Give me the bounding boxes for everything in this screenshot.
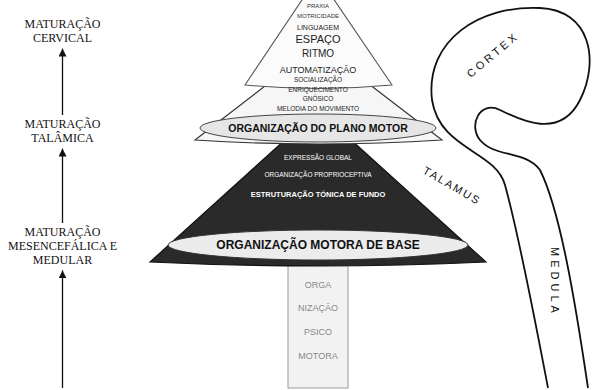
tree-trunk [288, 258, 348, 388]
maturation-stage: MATURAÇÃO CERVICAL [0, 18, 125, 46]
stage-label: MATURAÇÃO MESENCEFÁLICA E MEDULAR [0, 226, 125, 267]
tree-label: PRAXIA [307, 3, 329, 9]
tree-label: GNÓSICO [303, 96, 334, 103]
tree-label: ORGANIZAÇÃO MOTORA DE BASE [216, 239, 419, 251]
tree-band-lower [168, 230, 468, 260]
tree-label: SOCIALIZAÇÃO [294, 77, 342, 84]
maturation-stage: MATURAÇÃO MESENCEFÁLICA E MEDULAR [0, 226, 125, 267]
tree-label: NIZAÇÃO [298, 304, 338, 313]
stage-label: MATURAÇÃO TALÂMICA [0, 118, 125, 146]
tree-label: MOTORA [298, 352, 337, 361]
tree-label: PSICO [304, 328, 332, 337]
tree-label: ORGA [305, 281, 332, 290]
tree-tier-lower [150, 110, 486, 266]
tree-label: ORGANIZAÇÃO PROPRIOCEPTIVA [264, 172, 371, 179]
tree-label: AUTOMATIZAÇÃO [280, 66, 357, 75]
maturation-stage: MATURAÇÃO TALÂMICA [0, 118, 125, 146]
tree-label: ESTRUTURAÇÃO TÓNICA DE FUNDO [251, 191, 386, 199]
tree-band-middle [200, 114, 436, 142]
stage-label: MATURAÇÃO CERVICAL [0, 18, 125, 46]
maturation-arrow [62, 149, 63, 223]
tree-label: ENRIQUECIMENTO [288, 87, 347, 94]
tree-label: MELODIA DO MOVIMENTO [277, 106, 359, 113]
tree-label: MOTRICIDADE [297, 13, 339, 19]
tree-label: ORGANIZAÇÃO DO PLANO MOTOR [228, 123, 407, 134]
neuraxis-outline [431, 8, 589, 388]
brain-label: MEDULA [549, 247, 560, 317]
tree-label: EXPRESSÃO GLOBAL [284, 155, 352, 162]
base-arrow [62, 270, 63, 388]
tree-tier-upper [245, 0, 392, 89]
tree-label: RITMO [302, 49, 334, 59]
brain-label: CORTEX [465, 30, 521, 79]
maturation-arrow [62, 49, 63, 115]
tree-label: LINGUAGEM [297, 24, 339, 31]
tree-label: ESPAÇO [295, 34, 340, 45]
brain-label: TALAMUS [421, 165, 483, 207]
